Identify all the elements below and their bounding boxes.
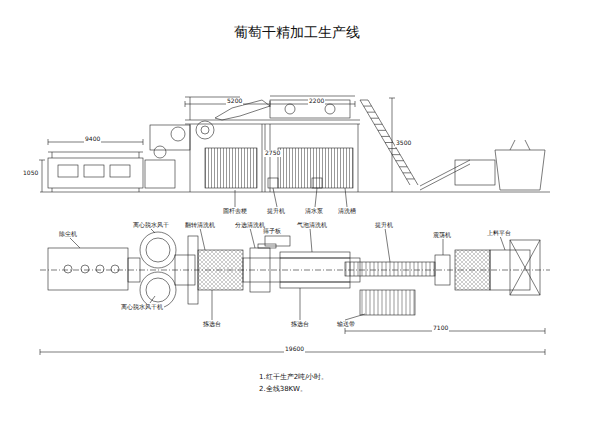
part-name: 上料平台 [486,230,512,237]
part-name: 拣选台 [290,321,310,328]
note-text: 2.全线38KW。 [258,386,308,394]
part-name: 震荡机 [432,232,452,239]
dimension: 3500 [395,140,412,147]
part-name: 拣选台 [202,321,222,328]
stair-step [396,160,404,161]
part-name: 筛子板 [262,228,282,235]
stair-step [381,136,389,137]
stair-step [392,154,400,155]
stair-step [403,172,411,173]
stair-step [378,130,386,131]
stair-step [374,124,382,125]
dimension: 5200 [226,98,243,105]
part-name: 输送带 [336,321,356,328]
part-name: 提升机 [374,222,394,229]
stair-step [389,148,397,149]
stair-step [399,166,407,167]
dimension: 2750 [264,150,281,157]
stair-step [371,118,379,119]
note-text: 1.红干生产2吨/小时。 [258,374,330,382]
part-name: 气泡清洗机 [296,222,328,229]
part-name: 离心脱水风干 [132,222,170,229]
dimension: 1050 [22,170,39,177]
stair-step [364,106,372,107]
stair-step [360,100,368,101]
title: 葡萄干精加工生产线 [234,24,360,42]
dimension: 7100 [432,325,449,332]
part-name: 清洗槽 [337,208,357,215]
dimension: 9400 [84,136,101,143]
dimension: 2200 [308,98,325,105]
part-name: 离心脱水风干机 [120,304,164,311]
stair-step [367,112,375,113]
part-name: 圆杆去梗 [222,208,248,215]
dimension: 19600 [284,346,305,353]
stair-step [406,178,414,179]
part-name: 提升机 [266,208,286,215]
part-name: 翻转清洗机 [184,222,216,229]
part-name: 清水泵 [304,208,324,215]
part-name: 除尘机 [58,231,78,238]
